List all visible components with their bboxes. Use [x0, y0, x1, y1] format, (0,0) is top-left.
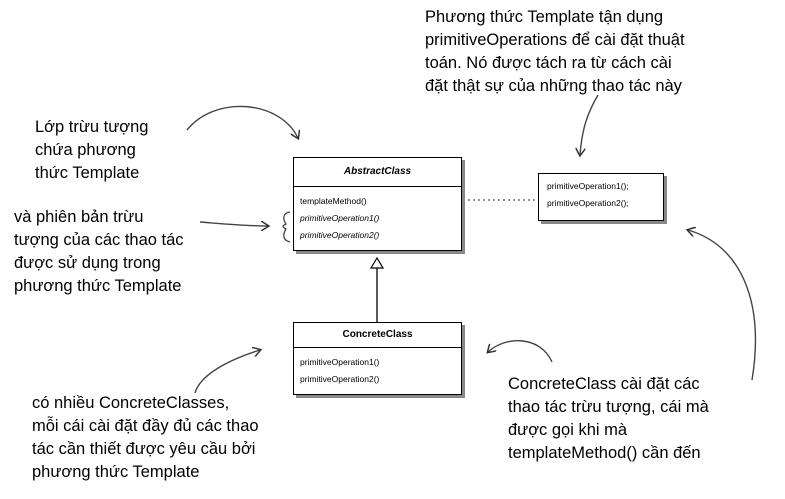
arrow-abstract-class	[186, 105, 298, 138]
abstract-class-name: AbstractClass	[294, 158, 461, 187]
note-abstract-class: Lớp trừu tượng chứa phương thức Template	[35, 118, 149, 182]
concrete-class-methods: primitiveOperation1() primitiveOperation…	[294, 348, 461, 392]
note-concrete-implementation: ConcreteClass cài đặt các thao tác trừu …	[508, 375, 709, 462]
body-line-1: primitiveOperation1();	[547, 181, 629, 191]
body-line-2: primitiveOperation2();	[547, 198, 629, 208]
arrow-top-note	[580, 94, 599, 155]
concrete-primitive-operation-1: primitiveOperation1()	[300, 357, 380, 367]
template-method-body-box: primitiveOperation1(); primitiveOperatio…	[538, 173, 664, 221]
concrete-class-name: ConcreteClass	[294, 323, 461, 348]
abstract-class-box: AbstractClass templateMethod() primitive…	[293, 157, 462, 251]
arrow-right-curve	[688, 230, 756, 381]
template-method-body: primitiveOperation1(); primitiveOperatio…	[539, 174, 663, 216]
note-template-method: Phương thức Template tận dụng primitiveO…	[425, 8, 685, 95]
note-concrete-classes: có nhiều ConcreteClasses, mỗi cái cài đặ…	[32, 394, 259, 481]
arrow-concrete-classes	[194, 350, 260, 394]
concrete-primitive-operation-2: primitiveOperation2()	[300, 374, 380, 384]
template-method: templateMethod()	[300, 196, 367, 206]
arrow-abstract-ops	[199, 222, 268, 226]
ops-brace	[282, 211, 291, 243]
abstract-class-methods: templateMethod() primitiveOperation1() p…	[294, 187, 461, 248]
arrow-concrete-impl	[488, 340, 553, 363]
abstract-primitive-operation-1: primitiveOperation1()	[300, 213, 380, 223]
inheritance-triangle	[369, 256, 385, 269]
note-abstract-operations: và phiên bản trừu tượng của các thao tác…	[14, 208, 184, 295]
concrete-class-box: ConcreteClass primitiveOperation1() prim…	[293, 322, 462, 395]
abstract-primitive-operation-2: primitiveOperation2()	[300, 230, 380, 240]
